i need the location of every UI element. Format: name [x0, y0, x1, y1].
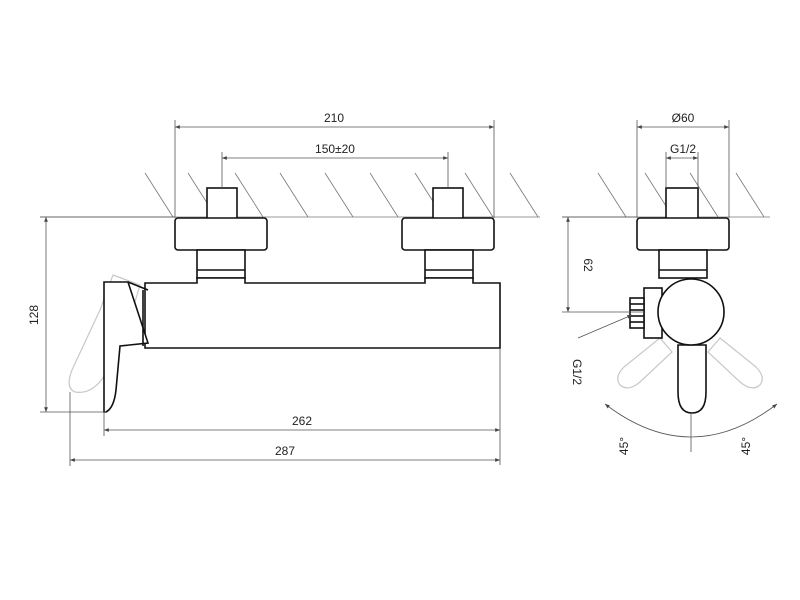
side-handle-lever	[677, 344, 707, 414]
left-connector	[196, 249, 246, 279]
side-inlet-pipe	[665, 187, 699, 221]
side-outlet-thread	[629, 297, 645, 329]
side-view	[562, 172, 770, 414]
left-inlet-pipe	[206, 187, 238, 221]
side-handle-ghost-left	[617, 337, 673, 389]
dim-depth: 62	[581, 258, 595, 272]
dim-inlet-spacing: 150±20	[315, 142, 355, 156]
right-inlet-pipe	[432, 187, 464, 221]
side-connector	[658, 249, 708, 279]
side-rosette	[636, 217, 730, 251]
side-handle-ghost-right	[707, 337, 763, 389]
right-rosette	[401, 217, 495, 251]
dim-angle-left: 45°	[617, 437, 631, 455]
handle-lever	[103, 281, 150, 413]
dim-thread-top: G1/2	[670, 142, 696, 156]
mixer-body	[144, 277, 501, 349]
front-view	[40, 172, 540, 413]
side-mixer-body	[657, 278, 725, 346]
dim-angle-right: 45°	[739, 437, 753, 455]
left-rosette	[174, 217, 268, 251]
dim-thread-side: G1/2	[570, 359, 584, 385]
wall-hatching-front	[40, 172, 540, 218]
side-dimensions: Ø60 G1/2 62 G1/2 45° 45°	[562, 111, 778, 455]
front-dimensions: 210 150±20 128 262 287	[27, 111, 501, 466]
dim-total-length: 287	[275, 444, 295, 458]
dim-height: 128	[27, 305, 41, 325]
dim-overall-width: 210	[324, 111, 344, 125]
dim-diameter: Ø60	[672, 111, 695, 125]
dim-body-length: 262	[292, 414, 312, 428]
right-connector	[424, 249, 474, 279]
